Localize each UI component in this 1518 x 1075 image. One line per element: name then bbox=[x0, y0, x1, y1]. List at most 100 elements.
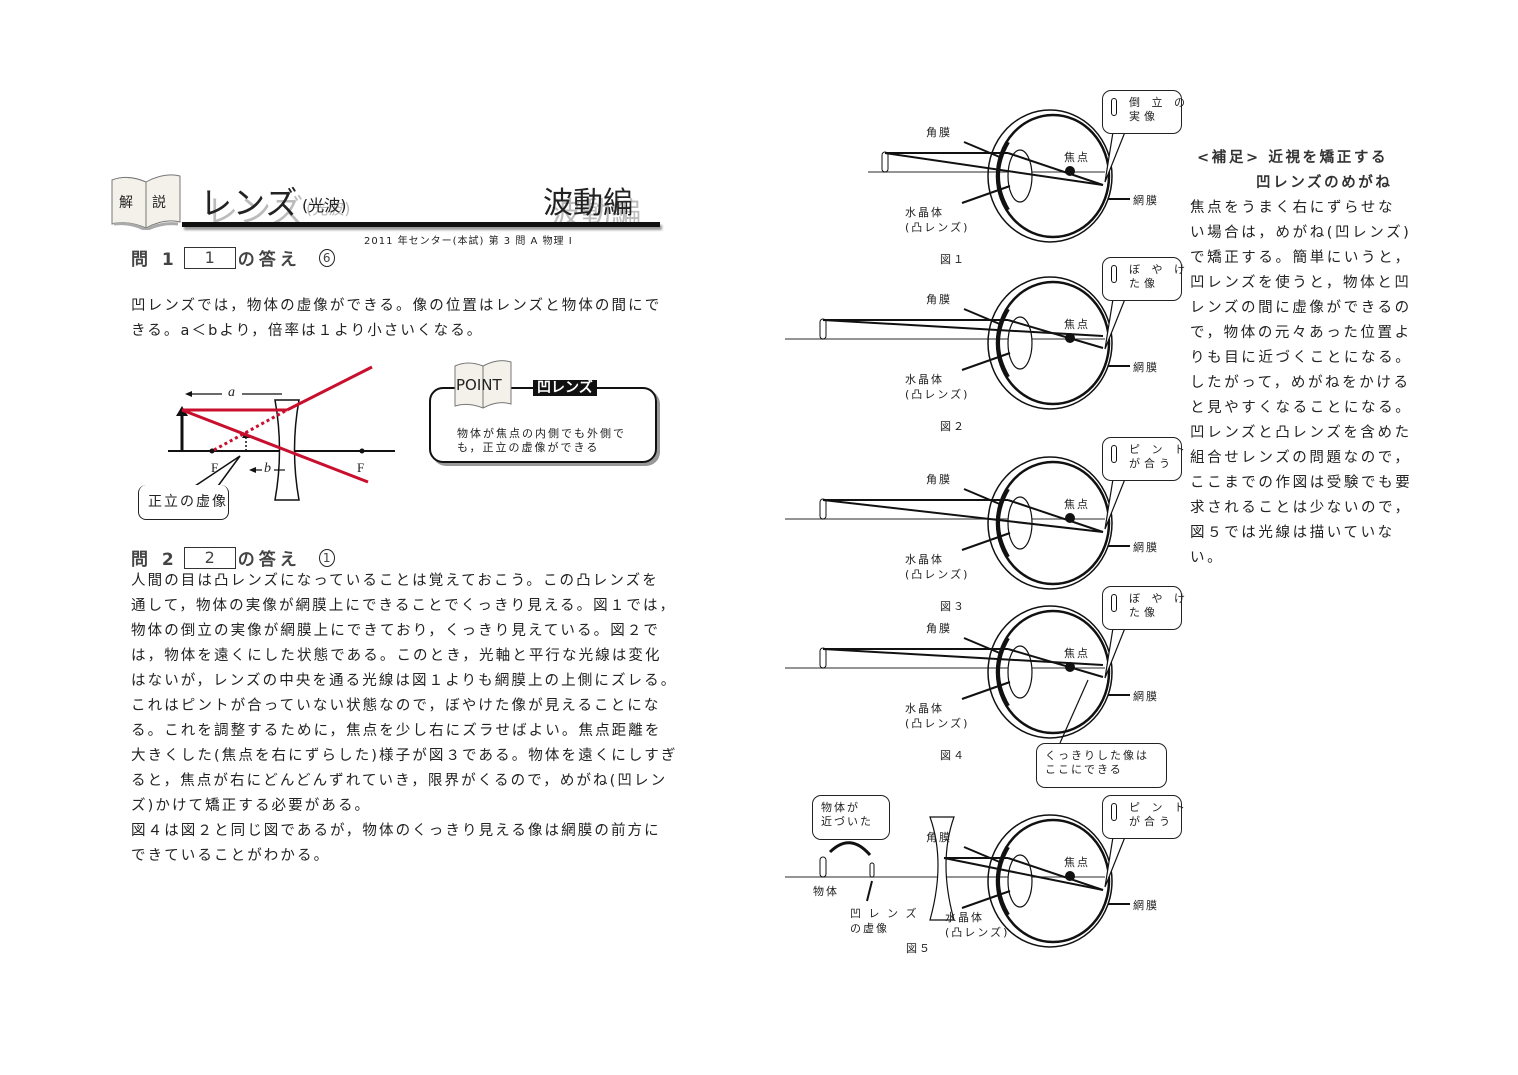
figure-callout: ピ ン ト が合う bbox=[1102, 795, 1185, 839]
light-ray bbox=[1007, 499, 1104, 533]
supplement-text-line: したがって，めがねをかける bbox=[1190, 375, 1411, 391]
light-ray bbox=[822, 648, 1104, 666]
glasses-concave-lens bbox=[929, 816, 955, 921]
virtual-image bbox=[869, 862, 875, 878]
retina-label: 網膜 bbox=[1133, 541, 1159, 554]
q2-text-line: 人間の目は凸レンズになっていることは覚えておこう。この凸レンズを bbox=[131, 573, 659, 589]
cornea-pointer bbox=[963, 637, 1003, 655]
crystalline-lens-label: (凸レンズ) bbox=[905, 568, 970, 581]
supplement-text-line: レンズの間に虚像ができるの bbox=[1190, 300, 1412, 316]
figure-caption: 図４ bbox=[940, 749, 966, 762]
lens-pointer bbox=[961, 681, 1011, 700]
callout-text: 物体が 近づいた bbox=[821, 801, 873, 828]
supplement-text-line: 焦点をうまく右にずらせな bbox=[1190, 200, 1396, 216]
cornea bbox=[996, 140, 1010, 212]
cornea-pointer bbox=[963, 488, 1003, 506]
lens-pointer bbox=[961, 532, 1011, 551]
point-book-icon: POINT bbox=[453, 358, 513, 410]
retina-label: 網膜 bbox=[1133, 690, 1159, 703]
ray-diverged bbox=[286, 365, 373, 412]
callout-tail bbox=[194, 455, 241, 487]
crystalline-lens bbox=[1007, 149, 1033, 203]
eyeball-outline bbox=[987, 276, 1113, 410]
question-suffix: の答え bbox=[237, 250, 301, 270]
q2-text-line: できていることがわかる。 bbox=[131, 848, 331, 864]
lens-pointer bbox=[961, 352, 1011, 371]
cornea-label: 角膜 bbox=[926, 622, 952, 635]
cornea bbox=[996, 487, 1010, 559]
cornea bbox=[996, 845, 1010, 917]
callout-text: ピ ン ト が合う bbox=[1129, 443, 1189, 470]
crystalline-lens-label: (凸レンズ) bbox=[905, 221, 970, 234]
distance-b-arrowhead bbox=[249, 467, 256, 473]
question-number-box: 2 bbox=[183, 546, 236, 569]
badge-left: 解 bbox=[119, 195, 133, 211]
supplement-text-line: で，物体の元々あった位置よ bbox=[1190, 325, 1412, 341]
focal-point-label: 焦点 bbox=[1064, 318, 1090, 331]
ray-extension bbox=[213, 408, 288, 452]
crystalline-lens bbox=[1007, 316, 1033, 370]
q2-text-line: 物体の倒立の実像が網膜上にできており，くっきり見えている。図２で bbox=[131, 623, 661, 639]
object-label: 物体 bbox=[813, 885, 839, 898]
light-ray bbox=[822, 319, 1104, 337]
virtual-image-label: 凹 レ ン ズ bbox=[850, 907, 919, 920]
crystalline-lens-label: (凸レンズ) bbox=[905, 388, 970, 401]
question-label: 問 1 bbox=[131, 250, 178, 270]
lens-pointer bbox=[961, 185, 1011, 204]
eyeball-outline bbox=[987, 109, 1113, 243]
focal-point-label: 焦点 bbox=[1064, 151, 1090, 164]
light-ray bbox=[1007, 152, 1104, 186]
figure-caption: 図５ bbox=[906, 942, 932, 955]
distance-a-arrowhead bbox=[185, 391, 192, 397]
retina-label: 網膜 bbox=[1133, 899, 1159, 912]
object-image-icon bbox=[1111, 803, 1117, 821]
upright-virtual-image-callout: 正立の虚像 bbox=[138, 485, 229, 520]
figure-callout: ぼ や け た像 bbox=[1102, 586, 1185, 630]
object bbox=[819, 498, 827, 520]
object bbox=[881, 151, 889, 173]
retina-label: 網膜 bbox=[1133, 194, 1159, 207]
answer-badge: 1 bbox=[318, 548, 335, 567]
light-ray bbox=[1007, 857, 1104, 891]
question-suffix: の答え bbox=[237, 550, 301, 570]
q2-text-line: 通して，物体の実像が網膜上にできることでくっきり見える。図１では， bbox=[131, 598, 677, 614]
cornea-label: 角膜 bbox=[926, 831, 952, 844]
callout-text: 正立の虚像 bbox=[148, 494, 228, 510]
crystalline-lens-label: (凸レンズ) bbox=[905, 717, 970, 730]
section-title: 波動編 bbox=[543, 186, 633, 221]
q2-text-line: は，物体を遠くにした状態である。このとき，光軸と平行な光線は変化 bbox=[131, 648, 662, 664]
supplement-text-line: 凹レンズと凸レンズを含めた bbox=[1190, 425, 1412, 441]
source-note: 2011 年センター(本試) 第 3 問 A 物理 I bbox=[364, 236, 573, 247]
crystalline-lens-label: 水晶体 bbox=[905, 702, 944, 715]
q2-text-line: これはピントが合っていない状態なので，ぼやけた像が見えることにな bbox=[131, 698, 661, 714]
supplement-text-line: と見やすくなることになる。 bbox=[1190, 400, 1413, 416]
callout-tail bbox=[1104, 478, 1126, 530]
supplement-text-line: ここまでの作図は受験でも要 bbox=[1190, 475, 1413, 491]
cornea-label: 角膜 bbox=[926, 293, 952, 306]
supplement-text-line: 凹レンズを使うと，物体と凹 bbox=[1190, 275, 1412, 291]
q2-text-line: る。これを調整するために，焦点を少し右にズラせばよい。焦点距離を bbox=[131, 723, 662, 739]
point-text-line: も，正立の虚像ができる bbox=[457, 441, 600, 454]
page-subtitle: (光波) bbox=[302, 196, 347, 215]
callout-text: ぼ や け た像 bbox=[1129, 263, 1189, 290]
question-number-box: 1 bbox=[183, 246, 236, 269]
supplement-text-line: 求されることは少ないので， bbox=[1190, 500, 1412, 516]
approach-arrow bbox=[828, 841, 872, 857]
retina-label: 網膜 bbox=[1133, 361, 1159, 374]
cornea-pointer bbox=[963, 141, 1003, 159]
crystalline-lens-label: (凸レンズ) bbox=[945, 926, 1010, 939]
supplement-text-line: で矯正する。簡単にいうと， bbox=[1190, 250, 1412, 266]
focal-point-right bbox=[359, 448, 365, 454]
focal-point-label: 焦点 bbox=[1064, 647, 1090, 660]
figure-callout: ぼ や け た像 bbox=[1102, 257, 1185, 301]
callout-tail bbox=[1104, 627, 1126, 679]
callout-tail bbox=[1104, 131, 1126, 183]
lens-pointer bbox=[961, 890, 1011, 909]
q2-text-line: 図４は図２と同じ図であるが，物体のくっきり見える像は網膜の前方に bbox=[131, 823, 661, 839]
supplement-text-line: い場合は，めがね(凹レンズ) bbox=[1190, 225, 1412, 241]
light-ray bbox=[943, 857, 1104, 891]
answer-badge: 6 bbox=[318, 248, 335, 267]
cornea-pointer bbox=[963, 846, 1003, 864]
